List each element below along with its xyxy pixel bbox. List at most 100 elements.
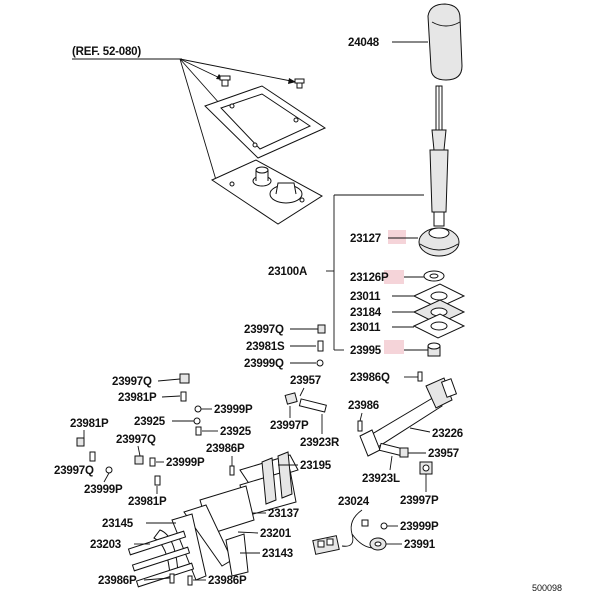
- label-23986: 23986: [348, 400, 379, 412]
- label-23991: 23991: [404, 539, 436, 551]
- pin-23986P-b: [169, 573, 175, 584]
- label-24048: 24048: [348, 37, 380, 49]
- label-23997P-a: 23997P: [270, 420, 309, 432]
- label-23981P-b: 23981P: [70, 418, 109, 430]
- pin-23986: [357, 420, 363, 432]
- label-23011-lower: 23011: [350, 322, 381, 334]
- leader-23999P-c: [103, 472, 110, 483]
- leader-23986P-b: [143, 577, 171, 581]
- highlight-23126P: [384, 270, 404, 284]
- label-23997Q-a: 23997Q: [244, 324, 284, 336]
- label-23997Q-d: 23997Q: [54, 465, 94, 477]
- ball-23999P-d: [380, 522, 388, 530]
- leader-23957-a: [299, 387, 305, 397]
- label-23986P-c: 23986P: [208, 575, 247, 587]
- label-23997Q-b: 23997Q: [112, 376, 152, 388]
- nut-23997Q-b: [179, 373, 190, 384]
- label-23999Q: 23999Q: [244, 358, 284, 370]
- ball-23999Q: [316, 359, 324, 367]
- label-23999P-d: 23999P: [400, 521, 439, 533]
- ball-23999P-a: [194, 405, 202, 413]
- pin-23925-a: [193, 417, 201, 425]
- leader-23923L: [389, 455, 393, 471]
- leader-23997Q-c: [137, 445, 141, 457]
- leader-23997Q-b: [157, 378, 181, 382]
- drawing-number: 500098: [532, 583, 562, 593]
- label-23999P-c: 23999P: [84, 484, 123, 496]
- pin-23986P-a: [229, 465, 235, 476]
- label-23923R: 23923R: [300, 437, 340, 449]
- spring-23981P-a: [180, 391, 187, 402]
- label-23226: 23226: [432, 428, 463, 440]
- label-23986P-b: 23986P: [98, 575, 137, 587]
- label-23195: 23195: [300, 460, 332, 472]
- label-23201: 23201: [260, 528, 292, 540]
- label-23981S: 23981S: [246, 341, 285, 353]
- label-23923L: 23923L: [362, 473, 400, 485]
- spring-23981P-b: [89, 451, 96, 462]
- label-23957-b: 23957: [428, 448, 459, 460]
- highlight-23127: [388, 230, 406, 244]
- ball-23999P-c: [105, 466, 113, 474]
- label-23986P-a: 23986P: [206, 443, 245, 455]
- ref-label: (REF. 52-080): [72, 46, 141, 58]
- spring-23999P-b: [149, 457, 156, 467]
- label-23925-a: 23925: [134, 416, 166, 428]
- shift-lever-ball: [418, 227, 460, 257]
- pin-23923L: [378, 442, 404, 457]
- leader-23981P-a: [161, 395, 181, 398]
- label-23999P-a: 23999P: [214, 404, 253, 416]
- label-23203: 23203: [90, 539, 121, 551]
- leader-23986: [359, 412, 363, 422]
- leader-23226: [409, 427, 431, 433]
- switch-23991: [369, 537, 387, 551]
- nut-23997Q-c: [134, 455, 144, 465]
- label-23100A: 23100A: [268, 266, 307, 278]
- shift-lever: [429, 85, 449, 227]
- boot-base-plate: [210, 159, 323, 225]
- shift-fork-assembly: [127, 451, 299, 588]
- pin-23925-b: [195, 426, 202, 436]
- label-23997P-b: 23997P: [400, 495, 439, 507]
- label-23024: 23024: [338, 496, 370, 508]
- label-23011-upper: 23011: [350, 291, 381, 303]
- nut-23997Q-a: [317, 324, 326, 334]
- label-23145: 23145: [102, 518, 134, 530]
- plate-23011-lower: [412, 313, 466, 339]
- label-23137: 23137: [268, 508, 299, 520]
- label-23126P: 23126P: [350, 272, 389, 284]
- bolt-23957-a: [284, 392, 298, 405]
- label-23143: 23143: [262, 548, 293, 560]
- pin-23923R: [298, 398, 327, 413]
- spring-23981S: [317, 340, 324, 352]
- leader-23201: [237, 531, 259, 534]
- pin-23986Q: [417, 371, 423, 382]
- shift-shaft-23226: [359, 377, 458, 457]
- label-23957-a: 23957: [290, 375, 321, 387]
- bolt-23957-b: [399, 447, 409, 458]
- label-23127: 23127: [350, 233, 381, 245]
- small-screw-1: [219, 75, 231, 87]
- highlight-23995: [384, 340, 404, 354]
- pin-23986P-c: [187, 575, 193, 586]
- label-23995: 23995: [350, 345, 382, 357]
- nut-23997P-b: [419, 461, 433, 475]
- small-screw-2: [294, 78, 305, 89]
- shift-knob: [427, 3, 463, 81]
- label-23986Q: 23986Q: [350, 372, 390, 384]
- boot-retainer-plate: [204, 85, 327, 159]
- label-23981P-a: 23981P: [118, 392, 157, 404]
- switch-harness-23024: [312, 509, 375, 555]
- bushing-23995: [427, 342, 441, 357]
- nut-23981P-b: [76, 437, 85, 447]
- label-23184: 23184: [350, 307, 382, 319]
- label-23999P-b: 23999P: [166, 457, 205, 469]
- pin-23981P-c: [154, 475, 161, 486]
- label-23925-b: 23925: [220, 426, 252, 438]
- washer-23126P: [423, 270, 445, 282]
- label-23997Q-c: 23997Q: [116, 434, 156, 446]
- assembly-bracket: [326, 194, 424, 351]
- label-23981P-c: 23981P: [128, 496, 167, 508]
